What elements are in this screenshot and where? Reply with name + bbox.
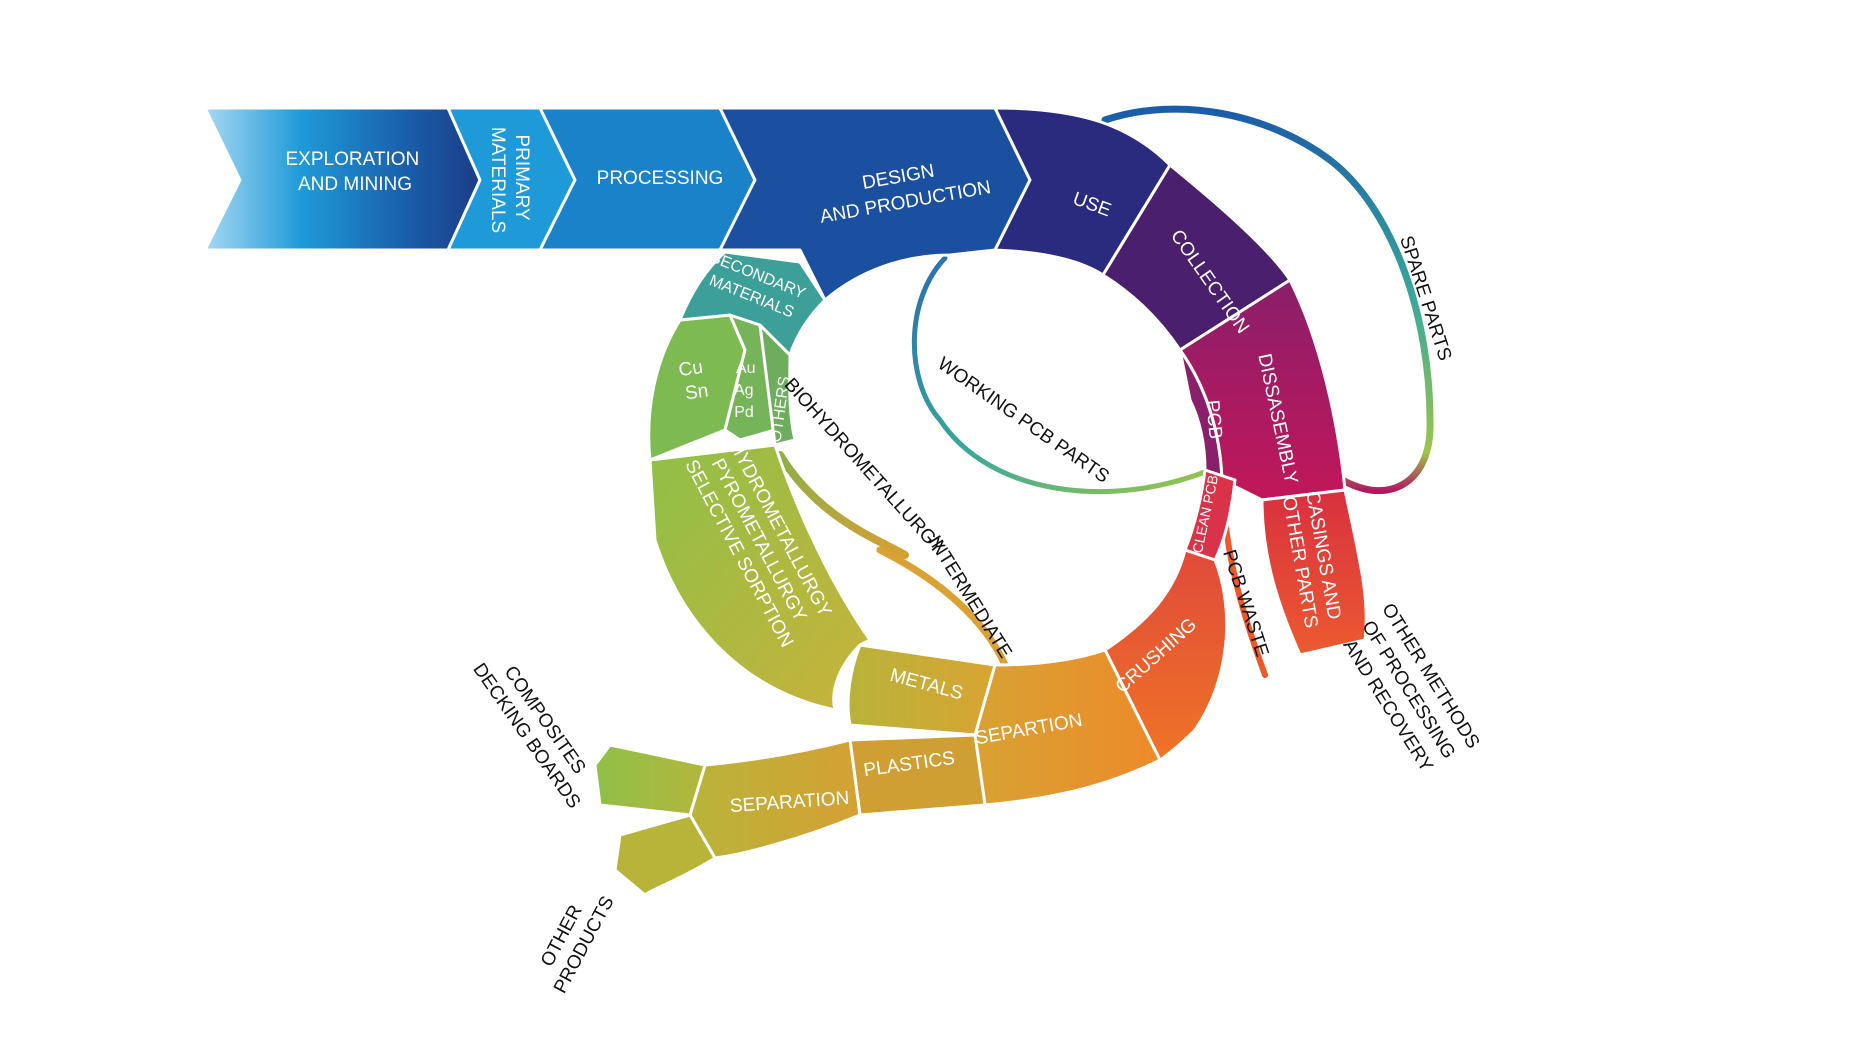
- casings-and-other-parts-stage: [1260, 488, 1368, 657]
- processing-label: PROCESSING: [597, 168, 724, 189]
- secondary-materials-stage: [678, 250, 827, 357]
- composites-branch: [593, 743, 707, 817]
- cu-sn-label: Cu Sn: [677, 356, 713, 405]
- intermediate-label: INTERMEDIATE: [924, 532, 1016, 662]
- other-products-label: OTHER PRODUCTS: [529, 882, 619, 997]
- cu-sn-stage: [647, 313, 747, 462]
- spare-parts-flow: [1101, 105, 1434, 495]
- intermediate-flow: [876, 546, 1009, 669]
- pcb-label: PCB: [1201, 399, 1225, 440]
- others-stage: [758, 323, 797, 447]
- composites-label: COMPOSITES DECKING BOARDS: [468, 646, 604, 813]
- other-products-branch: [613, 813, 717, 897]
- working-pcb-parts-flow: [911, 255, 1213, 494]
- exploration-label: EXPLORATION AND MINING: [285, 149, 424, 195]
- au-ag-pd-label: Au Ag Pd: [734, 360, 760, 421]
- primary-materials-label: PRIMARY MATERIALS: [487, 127, 532, 233]
- design-and-production-stage: [718, 106, 1032, 302]
- working-pcb-parts-label: WORKING PCB PARTS: [934, 353, 1113, 487]
- hydrometallurgy-stage: [648, 443, 872, 712]
- metals-stage: [846, 643, 997, 737]
- biohydrometallurgy-flow: [776, 451, 909, 559]
